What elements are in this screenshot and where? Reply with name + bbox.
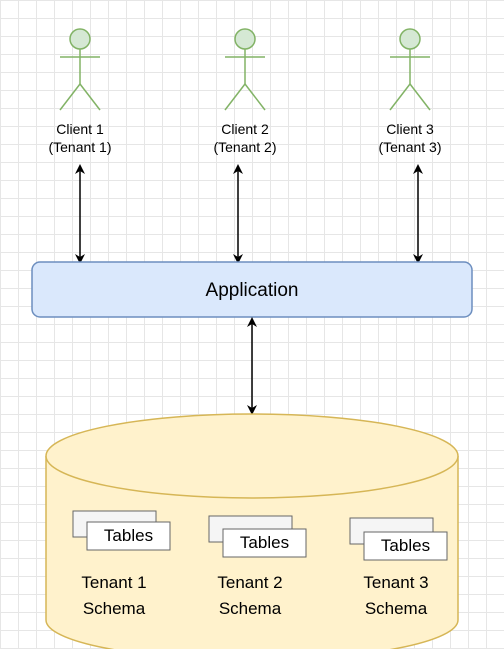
client-3-actor-icon xyxy=(389,28,431,111)
tenant-1-schema-name: Tenant 1 xyxy=(81,573,147,592)
client-3-name: Client 3 xyxy=(386,121,434,137)
tenant-3-schema-suffix: Schema xyxy=(364,598,428,618)
client-2-label: Client 2 (Tenant 2) xyxy=(190,121,300,156)
client-2-name: Client 2 xyxy=(221,121,269,137)
client-3-tenant: (Tenant 3) xyxy=(378,138,442,155)
tenant-1-tables-label: Tables xyxy=(103,526,154,545)
tenant-3-schema-label: Tenant 3 Schema xyxy=(341,570,451,621)
client-2-actor-icon xyxy=(224,28,266,111)
client-1-name: Client 1 xyxy=(56,121,104,137)
application-label: Application xyxy=(205,280,299,301)
client-1-tenant: (Tenant 1) xyxy=(48,138,112,155)
tenant-1-schema-suffix: Schema xyxy=(82,598,146,618)
tenant-3-tables-stack xyxy=(349,517,448,561)
tenant-2-schema-label: Tenant 2 Schema xyxy=(195,570,305,621)
tenant-1-schema-label: Tenant 1 Schema xyxy=(59,570,169,621)
tenant-2-tables-stack xyxy=(208,515,307,558)
tenant-2-tables-label: Tables xyxy=(239,533,290,552)
client-1-actor-icon xyxy=(59,28,101,111)
tenant-2-schema-name: Tenant 2 xyxy=(217,573,283,592)
client-3-label: Client 3 (Tenant 3) xyxy=(355,121,465,156)
tenant-1-tables-stack xyxy=(72,510,171,551)
client-2-tenant: (Tenant 2) xyxy=(213,138,277,155)
client-1-label: Client 1 (Tenant 1) xyxy=(25,121,135,156)
tenant-3-tables-label: Tables xyxy=(380,536,431,555)
tenant-3-schema-name: Tenant 3 xyxy=(363,573,429,592)
tenant-2-schema-suffix: Schema xyxy=(218,598,282,618)
